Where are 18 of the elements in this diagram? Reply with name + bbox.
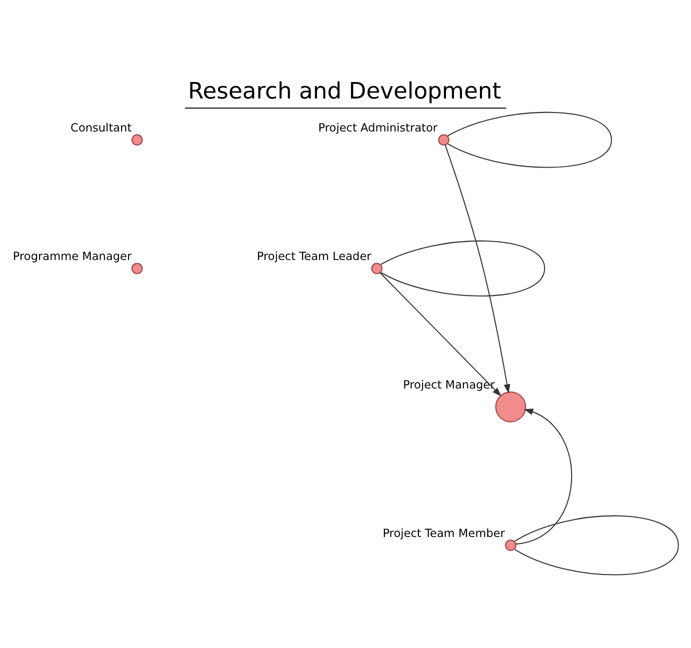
node-label: Project Team Member — [382, 526, 505, 540]
node-label: Project Team Leader — [256, 250, 372, 264]
connector — [514, 515, 679, 576]
arrow — [516, 408, 572, 545]
node-circle — [495, 391, 526, 422]
node-label: Programme Manager — [12, 250, 132, 264]
node-label: Project Administrator — [318, 121, 438, 134]
node-circle — [131, 262, 143, 274]
arrow — [380, 272, 502, 396]
arrow — [444, 144, 510, 394]
diagram-title: Research and Development — [188, 78, 502, 104]
connector — [448, 112, 612, 168]
node-circle — [438, 134, 450, 146]
connector — [380, 240, 546, 297]
node-circle — [371, 262, 383, 274]
node-circle — [131, 134, 143, 146]
node-label: Consultant — [70, 121, 132, 134]
node-circle — [505, 540, 516, 551]
